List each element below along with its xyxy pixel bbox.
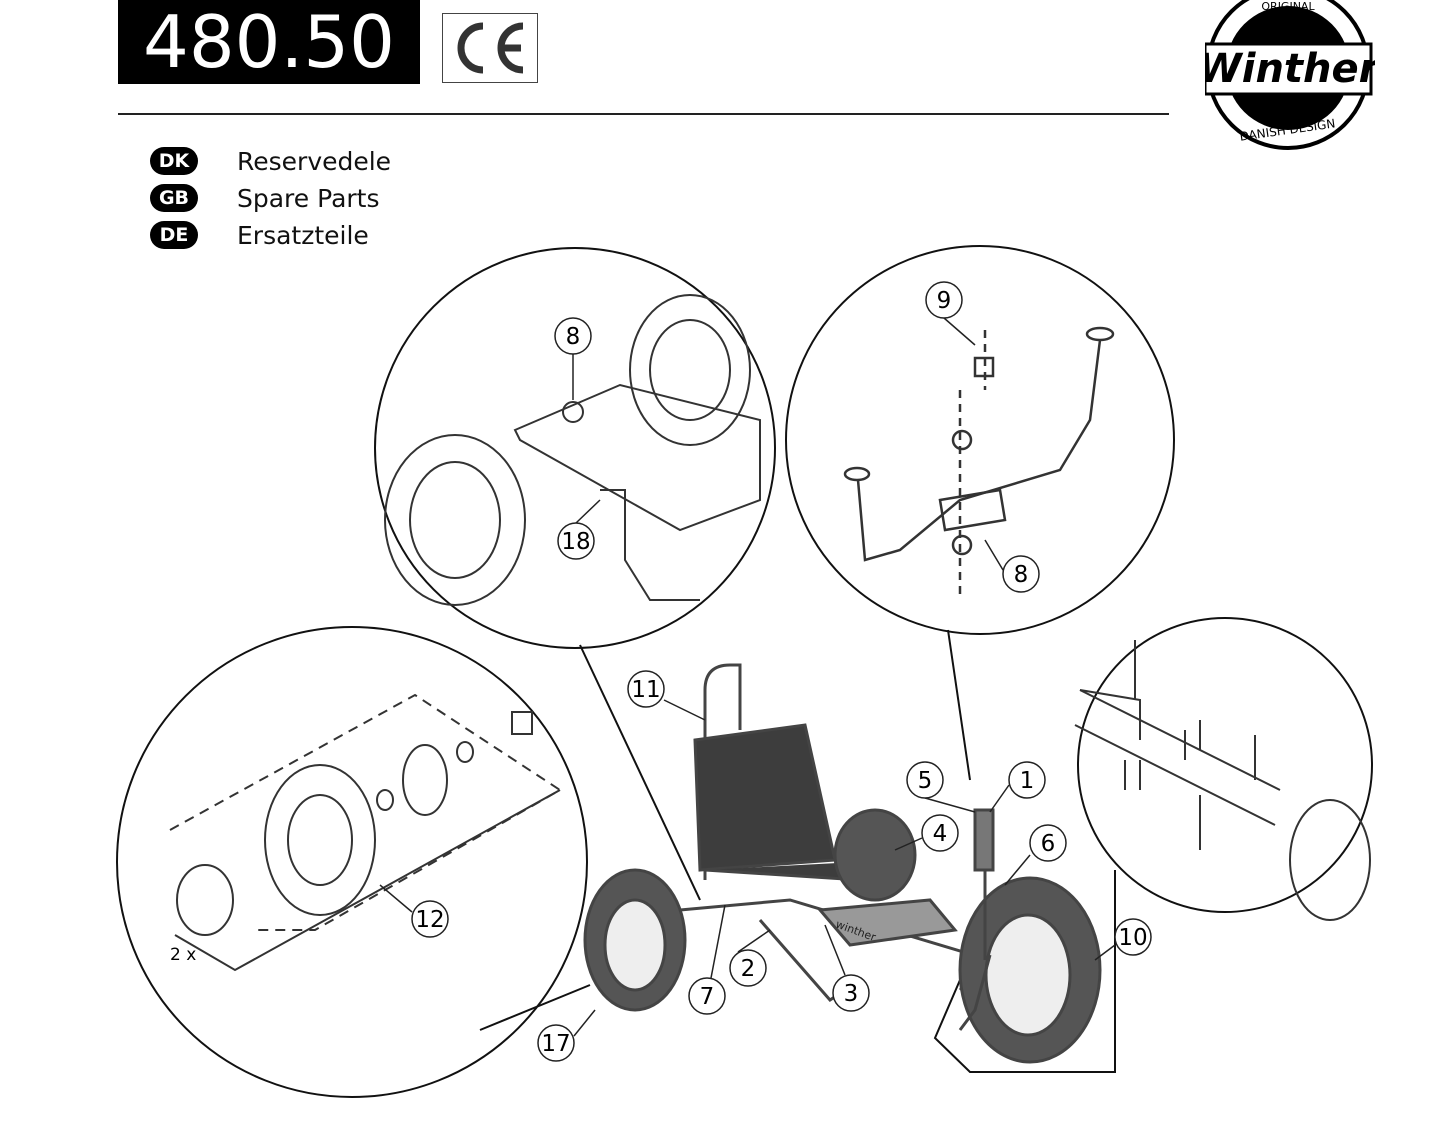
callout-number: 17 [541, 1031, 570, 1057]
detail-circle-rear-axle [374, 247, 776, 649]
callout-leader-line [824, 924, 846, 976]
go-kart-illustration [583, 663, 1102, 1064]
part-callout-4: 4 [894, 814, 959, 852]
part-callout-8: 8 [984, 539, 1040, 593]
part-callout-10: 10 [1094, 918, 1152, 961]
part-callout-9: 9 [925, 281, 976, 346]
callout-number: 9 [937, 288, 952, 314]
callout-number: 12 [415, 907, 444, 933]
callout-circle [1002, 555, 1040, 593]
callout-number: 8 [566, 324, 581, 350]
callout-leader-line [984, 539, 1004, 571]
callout-leader-line [894, 837, 923, 851]
callout-circle [729, 949, 767, 987]
callout-leader-line [737, 929, 771, 953]
winther-logo: Winther DANISH DESIGN ORIGINAL [1205, 0, 1375, 150]
callout-leader-line [710, 904, 726, 979]
callout-circle [537, 1024, 575, 1062]
callout-leader-line [573, 1009, 596, 1037]
part-callout-6: 6 [1004, 824, 1067, 886]
part-callout-12: 12 [379, 884, 449, 938]
logo-brand: Winther [1205, 46, 1375, 92]
callout-leader-line [989, 784, 1010, 813]
part-callout-1: 1 [989, 761, 1046, 813]
wheel-illustration [169, 693, 562, 972]
callout-number: 18 [561, 529, 590, 555]
callout-number: 1 [1020, 768, 1035, 794]
callout-circle [1029, 824, 1067, 862]
callout-number: 4 [933, 821, 948, 847]
callout-circle [921, 814, 959, 852]
part-callout-2: 2 [729, 929, 771, 987]
callout-leader-line [924, 797, 976, 813]
callout-circle [554, 317, 592, 355]
part-callout-3: 3 [824, 924, 870, 1012]
part-callout-7: 7 [688, 904, 726, 1015]
callout-circle [688, 977, 726, 1015]
part-callout-5: 5 [906, 761, 976, 813]
callout-leader-line [943, 317, 976, 346]
callout-number: 11 [631, 677, 660, 703]
pointer-line [933, 870, 1116, 1073]
callout-circle [925, 281, 963, 319]
callout-leader-line [1094, 944, 1116, 961]
callout-number: 2 [741, 956, 756, 982]
callout-circle [1008, 761, 1046, 799]
callout-circle [906, 761, 944, 799]
callout-leader-line [1004, 854, 1031, 886]
callout-number: 7 [700, 984, 715, 1010]
pointer-line [579, 644, 701, 901]
language-label: Ersatzteile [237, 220, 369, 250]
pointer-line [947, 629, 971, 781]
callout-number: 5 [918, 768, 933, 794]
language-label: Reservedele [237, 146, 392, 176]
ce-mark [442, 13, 538, 83]
part-callout-18: 18 [557, 499, 601, 560]
frame-illustration [1074, 640, 1371, 921]
callout-number: 6 [1041, 831, 1056, 857]
callout-circle [627, 670, 665, 708]
callout-circle [557, 522, 595, 560]
language-row-dk: DK Reservedele [150, 147, 391, 176]
part-callout-11: 11 [627, 670, 706, 721]
pointer-line [479, 984, 591, 1031]
callout-circle [832, 974, 870, 1012]
callout-leader-line [663, 699, 706, 721]
language-badge: DK [150, 147, 198, 175]
callout-number: 10 [1118, 925, 1147, 951]
detail-circle-frame [1077, 617, 1373, 913]
detail-circle-wheel [116, 626, 588, 1098]
language-badge: DE [150, 221, 198, 249]
callout-number: 8 [1014, 562, 1029, 588]
header-divider [118, 113, 1169, 115]
callout-circle [411, 900, 449, 938]
callout-number: 3 [844, 981, 859, 1007]
language-row-gb: GB Spare Parts [150, 184, 380, 213]
model-number: 480.50 [118, 0, 420, 84]
language-row-de: DE Ersatzteile [150, 221, 369, 250]
callout-leader-line [379, 884, 413, 913]
callout-circle [1114, 918, 1152, 956]
language-label: Spare Parts [237, 183, 380, 213]
callout-leader-line [575, 499, 601, 524]
part-callout-8: 8 [554, 317, 592, 400]
steering-illustration [843, 326, 1115, 600]
logo-top-text: ORIGINAL [1261, 0, 1315, 13]
language-badge: GB [150, 184, 198, 212]
rear-axle-illustration [384, 294, 761, 606]
quantity-note: 2 x [170, 945, 196, 965]
part-callout-17: 17 [537, 1009, 596, 1062]
detail-circle-steering [785, 245, 1175, 635]
